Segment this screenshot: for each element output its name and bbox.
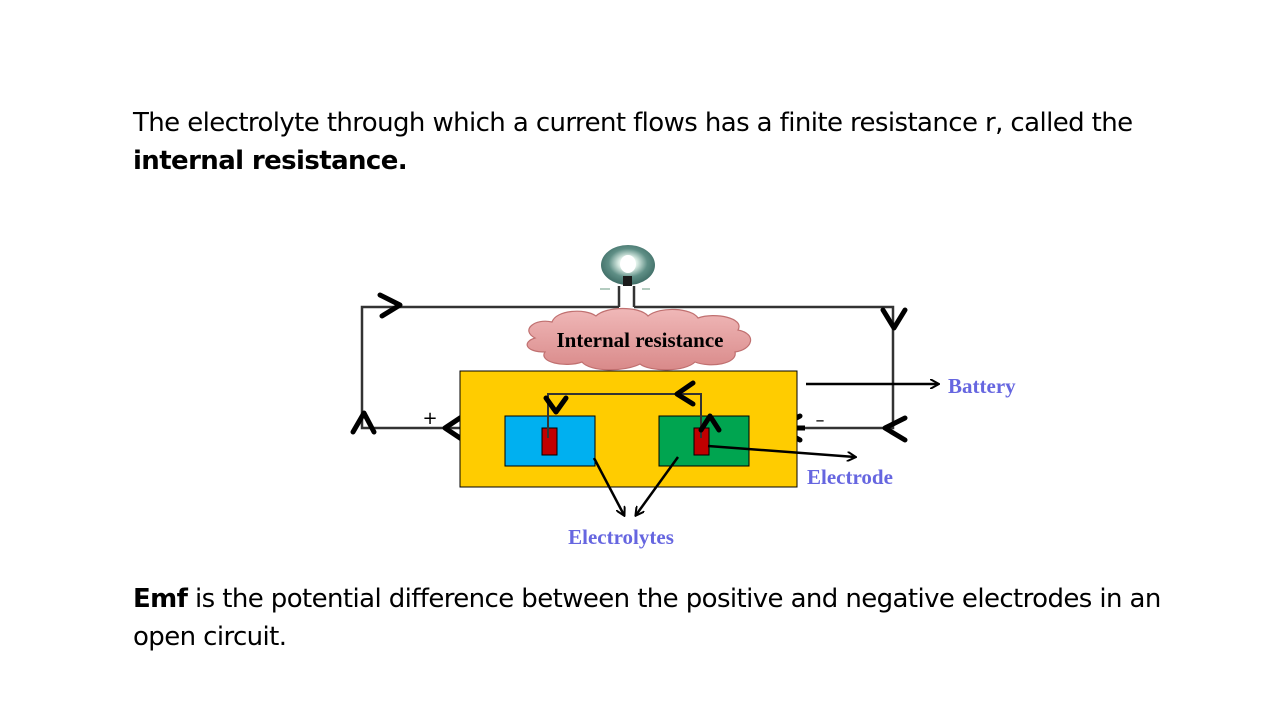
- internal-wire: [547, 393, 702, 438]
- emf-bold-term: Emf: [133, 584, 188, 614]
- arrow-right-left: [882, 415, 908, 443]
- arrow-top-left-right: [377, 292, 403, 319]
- intro-bold-term: internal resistance.: [133, 146, 408, 176]
- arrow-left-up: [350, 410, 377, 435]
- electrolyte-pointer-arrow-left: [592, 457, 624, 515]
- positive-electrode: [541, 427, 558, 456]
- electrolyte-pointer-arrow-right: [636, 456, 680, 515]
- electrode-pointer-arrow: [707, 444, 855, 457]
- electrode-label: Electrode: [807, 465, 893, 489]
- internal-current-arrows: [543, 380, 722, 433]
- internal-resistance-cloud: Internal resistance: [526, 307, 751, 371]
- emf-text: is the potential difference between the …: [133, 584, 1161, 652]
- internal-resistance-label: Internal resistance: [556, 328, 723, 352]
- intro-text: The electrolyte through which a current …: [133, 108, 1133, 138]
- electrolytes-label: Electrolytes: [568, 525, 674, 549]
- positive-electrolyte: [504, 415, 596, 467]
- arrow-plus-terminal-left: [442, 413, 466, 443]
- minus-sign: –: [816, 410, 825, 431]
- arrow-top-right-down: [880, 307, 908, 331]
- light-bulb-icon: [600, 245, 655, 290]
- emf-paragraph: Emf is the potential difference between …: [133, 580, 1213, 656]
- battery-label: Battery: [948, 374, 1016, 398]
- circuit-wire: [360, 286, 895, 430]
- plus-sign: +: [422, 408, 437, 429]
- intro-paragraph: The electrolyte through which a current …: [133, 104, 1213, 180]
